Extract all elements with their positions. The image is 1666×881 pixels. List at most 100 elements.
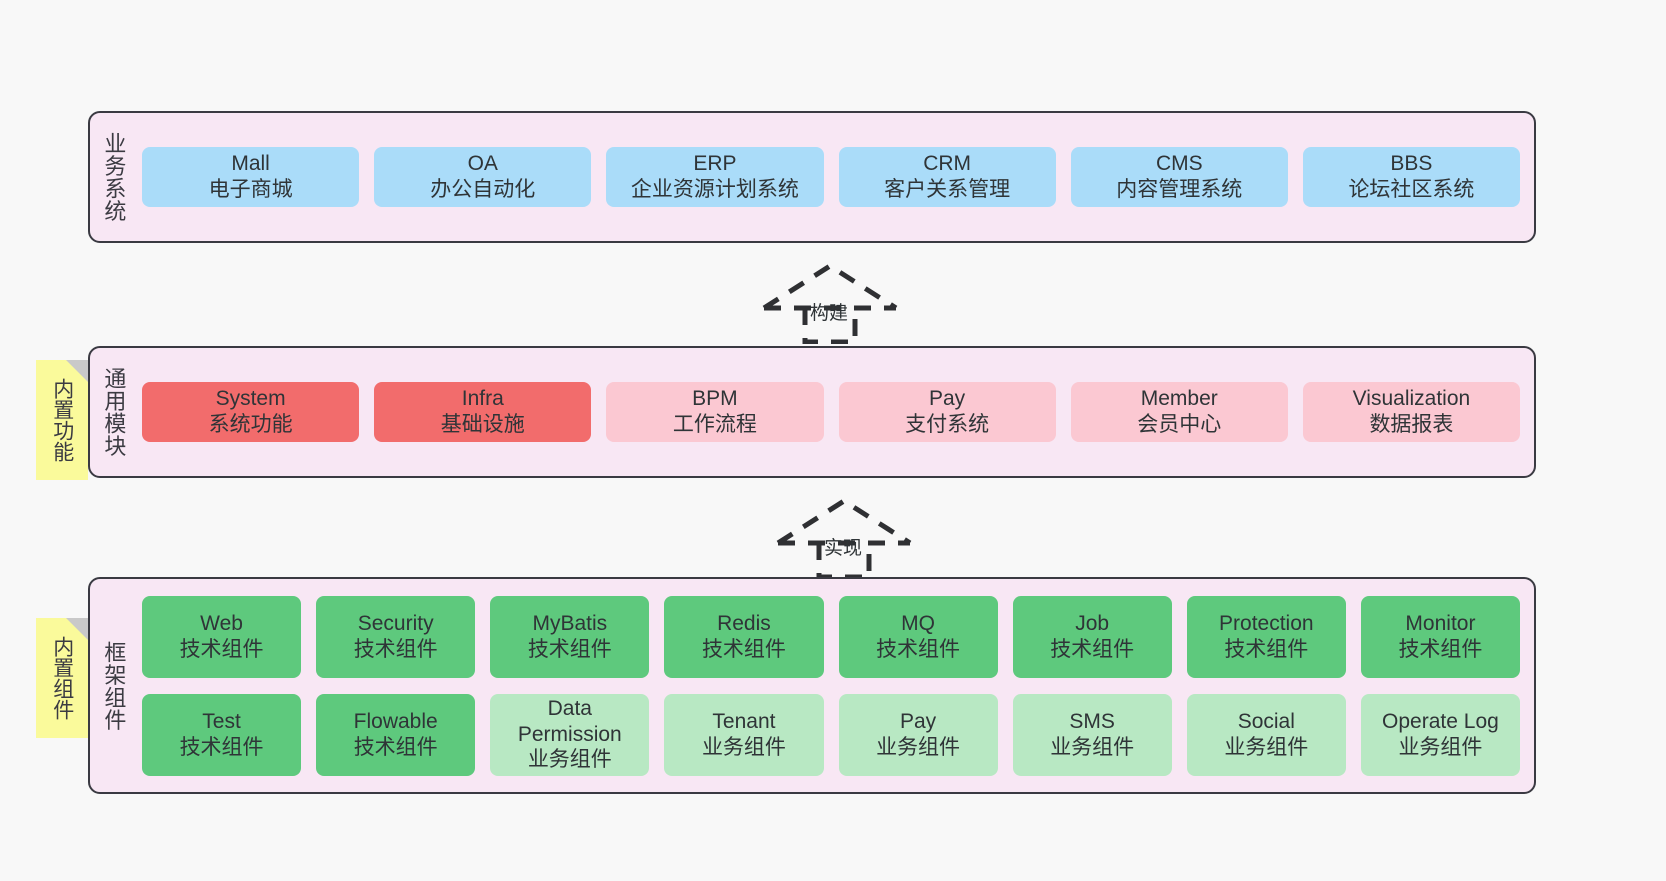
card-title: Test bbox=[202, 709, 241, 733]
card-data-permission[interactable]: Data Permission 业务组件 bbox=[490, 693, 650, 776]
card-erp[interactable]: ERP 企业资源计划系统 bbox=[606, 147, 824, 207]
sticky-note-label: 内置组件 bbox=[50, 636, 74, 720]
card-security[interactable]: Security 技术组件 bbox=[316, 595, 476, 678]
card-subtitle: 业务组件 bbox=[1224, 735, 1309, 759]
card-title: ERP bbox=[693, 152, 737, 176]
card-title: Visualization bbox=[1352, 387, 1471, 411]
card-subtitle: 工作流程 bbox=[672, 413, 757, 436]
card-subtitle: 技术组件 bbox=[1224, 637, 1309, 661]
card-subtitle: 业务组件 bbox=[527, 748, 612, 772]
card-title: Redis bbox=[717, 611, 771, 635]
card-mq[interactable]: MQ 技术组件 bbox=[838, 595, 998, 678]
card-title: Tenant bbox=[712, 709, 776, 733]
layer-business-system-body: Mall 电子商城 OA 办公自动化 ERP 企业资源计划系统 CRM 客户关系… bbox=[136, 113, 1534, 241]
card-subtitle: 支付系统 bbox=[905, 413, 990, 436]
card-title: Mall bbox=[231, 152, 270, 176]
layer-common-module-body: System 系统功能 Infra 基础设施 BPM 工作流程 Pay 支付系统… bbox=[136, 348, 1534, 476]
card-redis[interactable]: Redis 技术组件 bbox=[664, 595, 824, 678]
card-subtitle: 技术组件 bbox=[527, 637, 612, 661]
card-subtitle: 技术组件 bbox=[701, 637, 786, 661]
card-row: Mall 电子商城 OA 办公自动化 ERP 企业资源计划系统 CRM 客户关系… bbox=[142, 147, 1521, 207]
card-sms[interactable]: SMS 业务组件 bbox=[1012, 693, 1172, 776]
card-protection[interactable]: Protection 技术组件 bbox=[1186, 595, 1346, 678]
card-title: Security bbox=[357, 611, 434, 635]
layer-framework-component-title: 框架组件 bbox=[101, 640, 127, 731]
connector-implement-label: 实现 bbox=[824, 538, 863, 559]
card-social[interactable]: Social 业务组件 bbox=[1186, 693, 1346, 776]
card-subtitle: 内容管理系统 bbox=[1116, 178, 1243, 201]
note-fold-corner bbox=[66, 360, 88, 382]
card-operate-log[interactable]: Operate Log 业务组件 bbox=[1360, 693, 1520, 776]
card-subtitle: 技术组件 bbox=[353, 735, 438, 759]
card-subtitle: 技术组件 bbox=[179, 735, 264, 759]
card-pay[interactable]: Pay 支付系统 bbox=[838, 382, 1056, 442]
layer-common-module-title: 通用模块 bbox=[101, 367, 127, 457]
card-title: Member bbox=[1140, 387, 1218, 411]
card-title: Flowable bbox=[353, 709, 438, 733]
card-title: Infra bbox=[461, 387, 504, 411]
card-subtitle: 技术组件 bbox=[1398, 637, 1483, 661]
card-title: System bbox=[215, 387, 286, 411]
card-subtitle: 技术组件 bbox=[876, 637, 961, 661]
card-subtitle: 系统功能 bbox=[208, 413, 293, 436]
card-cms[interactable]: CMS 内容管理系统 bbox=[1070, 147, 1288, 207]
layer-framework-component-body: Web 技术组件 Security 技术组件 MyBatis 技术组件 Redi… bbox=[136, 579, 1534, 792]
card-title: CRM bbox=[923, 152, 972, 176]
card-mybatis[interactable]: MyBatis 技术组件 bbox=[490, 595, 650, 678]
sticky-note-label: 内置功能 bbox=[50, 378, 74, 462]
card-member[interactable]: Member 会员中心 bbox=[1070, 382, 1288, 442]
card-bpm[interactable]: BPM 工作流程 bbox=[606, 382, 824, 442]
sticky-note-builtin-function: 内置功能 bbox=[36, 360, 88, 480]
card-subtitle: 基础设施 bbox=[440, 413, 525, 436]
card-title: Pay bbox=[899, 709, 937, 733]
layer-business-system-title: 业务系统 bbox=[101, 132, 127, 222]
card-mall[interactable]: Mall 电子商城 bbox=[142, 147, 360, 207]
card-test[interactable]: Test 技术组件 bbox=[142, 693, 302, 776]
card-oa[interactable]: OA 办公自动化 bbox=[374, 147, 592, 207]
card-subtitle: 业务组件 bbox=[876, 735, 961, 759]
card-title: Monitor bbox=[1405, 611, 1476, 635]
note-fold-corner bbox=[66, 618, 88, 640]
card-subtitle: 业务组件 bbox=[701, 735, 786, 759]
card-title: BBS bbox=[1390, 152, 1433, 176]
connector-implement: 实现 bbox=[774, 493, 920, 579]
card-subtitle: 客户关系管理 bbox=[884, 178, 1011, 201]
card-flowable[interactable]: Flowable 技术组件 bbox=[316, 693, 476, 776]
card-pay-business[interactable]: Pay 业务组件 bbox=[838, 693, 998, 776]
card-crm[interactable]: CRM 客户关系管理 bbox=[838, 147, 1056, 207]
connector-build-label: 构建 bbox=[810, 303, 849, 324]
card-row: Test 技术组件 Flowable 技术组件 Data Permission … bbox=[142, 693, 1520, 776]
card-subtitle: 数据报表 bbox=[1369, 413, 1454, 436]
layer-business-system: 业务系统 Mall 电子商城 OA 办公自动化 ERP 企业资源计划系统 CRM… bbox=[88, 111, 1536, 243]
sticky-note-builtin-component: 内置组件 bbox=[36, 618, 88, 738]
layer-framework-component: 框架组件 Web 技术组件 Security 技术组件 MyBatis 技术组件… bbox=[88, 577, 1536, 794]
card-system[interactable]: System 系统功能 bbox=[142, 382, 360, 442]
card-title: MyBatis bbox=[532, 611, 608, 635]
card-subtitle: 技术组件 bbox=[179, 637, 264, 661]
card-subtitle: 企业资源计划系统 bbox=[630, 178, 799, 201]
card-job[interactable]: Job 技术组件 bbox=[1012, 595, 1172, 678]
card-subtitle: 业务组件 bbox=[1398, 735, 1483, 759]
card-subtitle: 办公自动化 bbox=[430, 178, 536, 201]
card-title: BPM bbox=[692, 387, 738, 411]
card-web[interactable]: Web 技术组件 bbox=[142, 595, 302, 678]
card-title: Data Permission bbox=[517, 697, 622, 746]
card-tenant[interactable]: Tenant 业务组件 bbox=[664, 693, 824, 776]
card-row: Web 技术组件 Security 技术组件 MyBatis 技术组件 Redi… bbox=[142, 595, 1520, 678]
card-monitor[interactable]: Monitor 技术组件 bbox=[1360, 595, 1520, 678]
card-subtitle: 会员中心 bbox=[1137, 413, 1222, 436]
layer-common-module: 通用模块 System 系统功能 Infra 基础设施 BPM 工作流程 Pay… bbox=[88, 346, 1536, 478]
card-title: Social bbox=[1237, 709, 1295, 733]
card-title: Web bbox=[200, 611, 243, 635]
card-title: MQ bbox=[901, 611, 935, 635]
card-title: Job bbox=[1075, 611, 1110, 635]
card-bbs[interactable]: BBS 论坛社区系统 bbox=[1302, 147, 1521, 207]
card-visualization[interactable]: Visualization 数据报表 bbox=[1302, 382, 1521, 442]
card-row: System 系统功能 Infra 基础设施 BPM 工作流程 Pay 支付系统… bbox=[142, 382, 1521, 442]
card-title: CMS bbox=[1155, 152, 1203, 176]
card-infra[interactable]: Infra 基础设施 bbox=[374, 382, 592, 442]
card-subtitle: 电子商城 bbox=[208, 178, 293, 201]
card-subtitle: 技术组件 bbox=[1050, 637, 1135, 661]
card-title: Protection bbox=[1219, 611, 1314, 635]
